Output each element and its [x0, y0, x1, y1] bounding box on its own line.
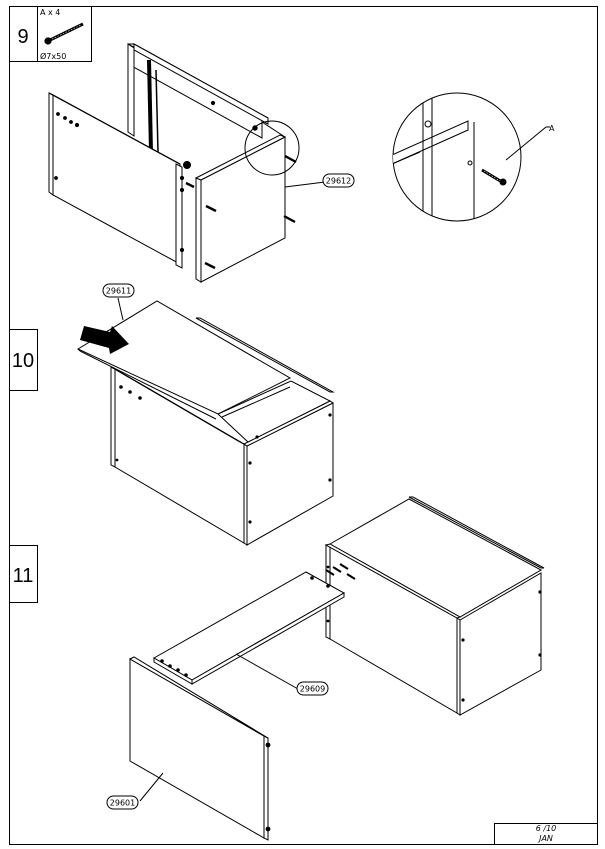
part-29601-label: 29601 [110, 799, 135, 808]
part-29611-bubble [102, 283, 135, 298]
back-panel [127, 43, 269, 153]
part-29612-label: 29612 [326, 177, 351, 186]
model-name: JAN [537, 834, 553, 843]
leader-29612 [284, 181, 326, 188]
cabinet-step11 [324, 496, 545, 716]
step-11-box [9, 545, 38, 603]
step-10-number: 10 [12, 350, 34, 372]
hardware-box: A x 4 Ø7x50 [37, 6, 92, 62]
page-border [9, 6, 598, 845]
part-29609-label: 29609 [300, 685, 325, 694]
screws-step9 [185, 154, 297, 270]
page-number: 6 /10 [536, 824, 557, 833]
detail-screw-icon [481, 168, 507, 186]
detail-view: A [392, 92, 555, 222]
footer-box: 6 /10 JAN [494, 823, 598, 845]
step-9-box [9, 6, 38, 62]
part-29611-label: 29611 [106, 287, 131, 296]
hardware-size: Ø7x50 [40, 51, 66, 61]
divider-panel [175, 161, 191, 269]
bottom-board [152, 571, 346, 685]
part-29601-bubble [106, 795, 139, 810]
leader-29609 [235, 653, 299, 690]
step-10-box [9, 329, 38, 391]
leader-29611 [117, 297, 124, 321]
dowels-step11 [326, 565, 542, 702]
screw-icon [44, 22, 84, 45]
hardware-quantity: A x 4 [40, 8, 60, 17]
step-11-number: 11 [13, 565, 34, 587]
left-side-panel [48, 92, 181, 265]
step-10: 10 [9, 283, 335, 546]
cabinet-step10 [76, 300, 335, 546]
part-29612-bubble [322, 173, 355, 188]
screws-step11 [325, 563, 356, 580]
dowels-board [160, 576, 330, 677]
part-29609-bubble [296, 681, 329, 696]
front-panel-fittings [265, 742, 271, 832]
magnifier-circle [244, 120, 300, 176]
right-side-panel [194, 121, 287, 283]
step-9-number: 9 [17, 26, 28, 48]
step-9: 9 A x 4 Ø7x50 [9, 6, 555, 283]
detail-callout-label: A [549, 124, 555, 133]
insert-arrow-icon [80, 326, 129, 354]
front-panel [128, 656, 269, 841]
dowels-step10 [115, 385, 332, 524]
leader-29601 [139, 772, 164, 802]
step-11: 11 [9, 496, 545, 841]
